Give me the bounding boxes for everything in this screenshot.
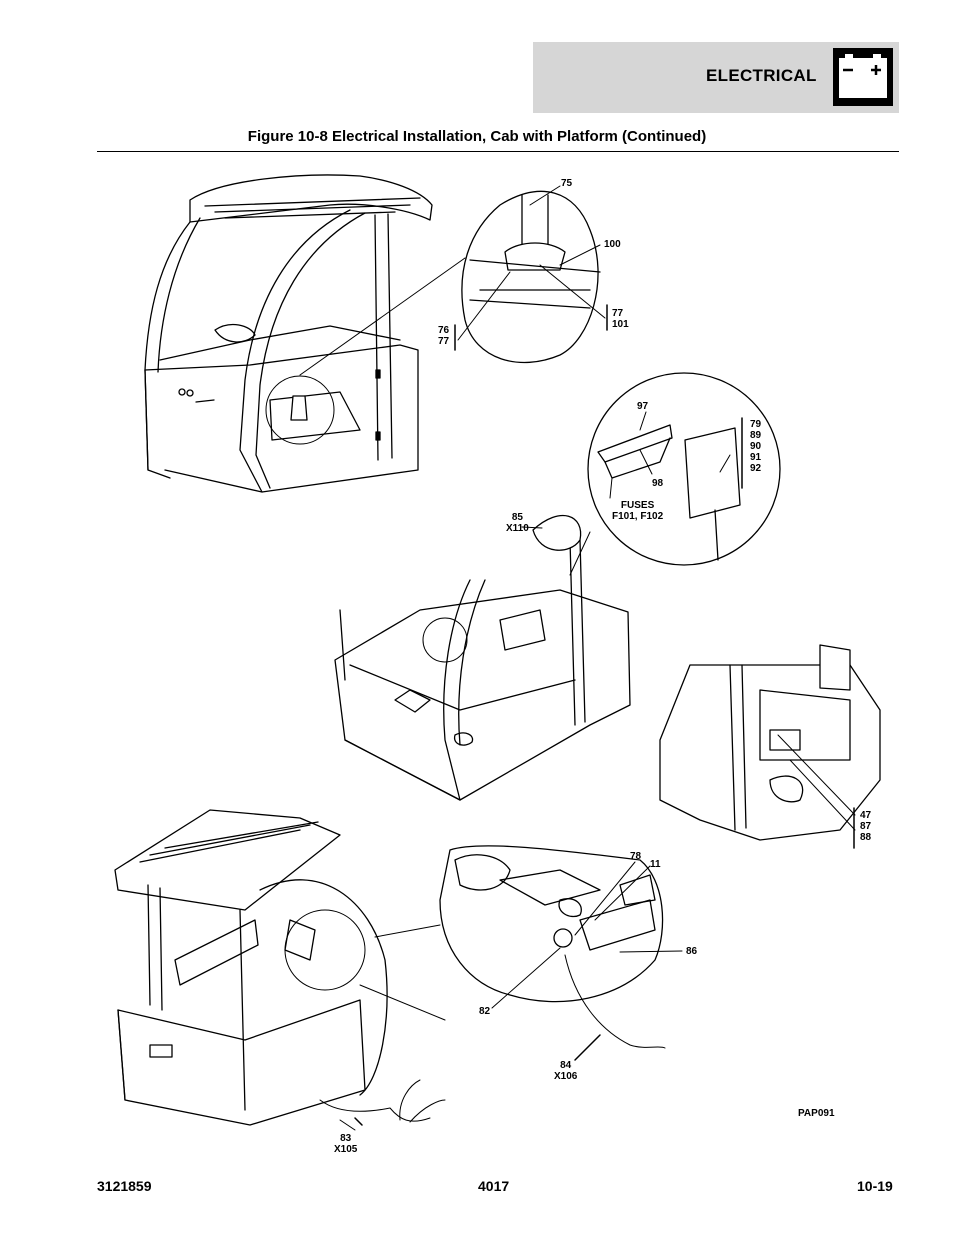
callout-79-92: 79 89 90 91 92 [750,419,762,474]
detail-right-drawing [659,644,881,841]
callout-78: 78 [630,851,642,862]
detail-fuses-drawing [587,372,781,566]
callout-86: 86 [686,946,698,957]
callout-11: 11 [650,859,661,870]
cab-bottom-left-drawing [114,809,388,1126]
figure-code: PAP091 [798,1108,835,1119]
callout-82: 82 [479,1006,491,1017]
detail-bottom-drawing [439,845,664,1003]
leader-detail-75 [299,257,466,376]
callout-97: 97 [637,401,649,412]
figure-title: Figure 10-8 Electrical Installation, Cab… [247,128,707,145]
footer-model: 4017 [478,1178,510,1194]
callout-100: 100 [604,239,621,250]
battery-icon [833,48,893,106]
cab-middle-drawing [334,514,631,801]
callout-85-x110: 85 X110 [506,512,529,534]
detail-75-100-drawing [461,190,601,364]
callout-76-77: 76 77 [438,325,450,347]
footer-doc-number: 3121859 [97,1178,152,1194]
callout-fuses: FUSES F101, F102 [612,500,664,522]
section-title: ELECTRICAL [706,66,817,85]
callout-77-101: 77 101 [612,308,629,330]
callout-75: 75 [561,178,573,189]
callout-84-x106: 84 X106 [554,1060,578,1082]
callout-47-87-88: 47 87 88 [860,810,872,843]
title-rule [97,151,899,152]
callout-83-x105: 83 X105 [334,1133,358,1155]
footer-page-number: 10-19 [857,1178,893,1194]
cab-top-left-drawing [144,174,433,493]
callout-98: 98 [652,478,664,489]
